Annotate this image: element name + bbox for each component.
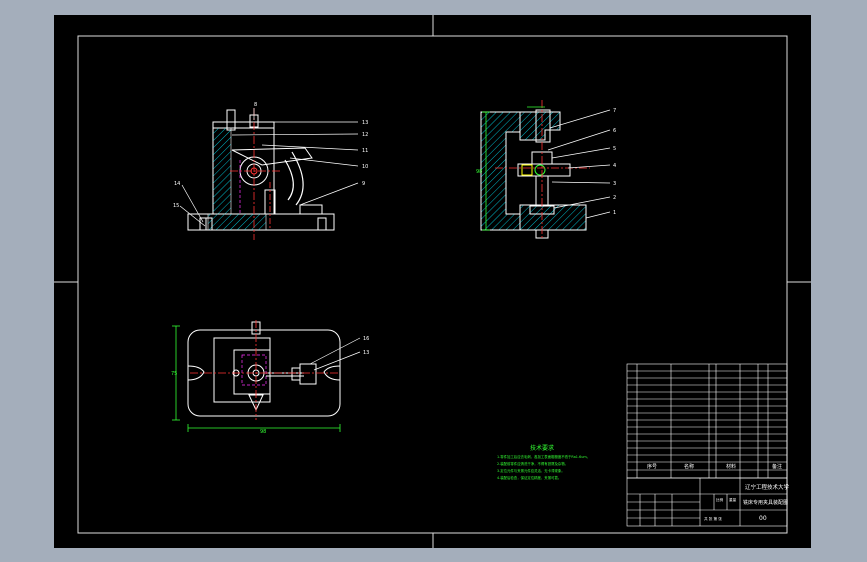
drawing-number: 00 bbox=[759, 515, 767, 522]
balloon-front-13: 13 bbox=[362, 120, 368, 126]
side-balloons: 7 6 5 4 3 2 1 bbox=[613, 108, 616, 216]
balloon-side-3: 3 bbox=[613, 181, 616, 187]
scale-label: 比例 bbox=[716, 497, 724, 502]
dim-plan-height: 75 bbox=[171, 371, 177, 377]
balloon-front-10: 10 bbox=[362, 164, 368, 170]
balloon-plan-13: 13 bbox=[363, 350, 369, 356]
dim-side-height: 98 bbox=[476, 169, 482, 175]
balloon-front-8: 8 bbox=[254, 102, 257, 108]
weight-label: 重量 bbox=[729, 497, 737, 502]
balloon-side-1: 1 bbox=[613, 210, 616, 216]
balloon-front-15: 15 bbox=[173, 203, 179, 209]
tech-note-line-2: 2.装配前零件应清洗干净，不得有铁屑及杂物。 bbox=[497, 461, 568, 466]
side-view[interactable] bbox=[480, 100, 611, 240]
tech-note-line-1: 1.零件加工后应去毛刺，各加工表面粗糙度不低于Ra1.6um。 bbox=[497, 454, 590, 459]
tech-note-line-4: 4.装配后检查，保证定位精度，夹紧可靠。 bbox=[497, 475, 561, 480]
header-seq: 序号 bbox=[647, 463, 657, 470]
header-material: 材料 bbox=[726, 463, 736, 470]
header-remark: 备注 bbox=[772, 463, 782, 470]
balloon-front-14: 14 bbox=[174, 181, 180, 187]
drawing-name: 铣床专用夹具装配图 bbox=[743, 499, 788, 506]
sheet-label: 共 张 第 张 bbox=[704, 516, 722, 521]
balloon-front-9: 9 bbox=[362, 181, 365, 187]
balloon-front-12: 12 bbox=[362, 132, 368, 138]
balloon-plan-16: 16 bbox=[363, 336, 369, 342]
balloon-side-7: 7 bbox=[613, 108, 616, 114]
title-block-text: 辽宁工程技术大学 铣床专用夹具装配图 00 比例 重量 共 张 第 张 bbox=[704, 483, 790, 522]
balloon-side-2: 2 bbox=[613, 195, 616, 201]
balloon-side-5: 5 bbox=[613, 146, 616, 152]
dim-plan-width: 98 bbox=[260, 429, 266, 435]
front-balloons: 13 12 11 10 9 8 14 15 bbox=[173, 102, 368, 209]
title-block[interactable] bbox=[626, 477, 788, 527]
tech-note-line-3: 3.定位元件与夹紧元件应灵活，无卡滞现象。 bbox=[497, 468, 565, 473]
plan-balloons: 16 13 bbox=[363, 336, 369, 356]
centering-marks bbox=[54, 15, 811, 548]
university-name: 辽宁工程技术大学 bbox=[745, 483, 790, 491]
drawing-sheet bbox=[54, 15, 811, 548]
parts-list-headers: 序号 名称 材料 备注 bbox=[647, 463, 782, 470]
balloon-side-4: 4 bbox=[613, 163, 616, 169]
plan-view[interactable] bbox=[172, 320, 361, 432]
front-view[interactable] bbox=[179, 108, 359, 240]
tech-notes[interactable]: 技术要求 1.零件加工后应去毛刺，各加工表面粗糙度不低于Ra1.6um。 2.装… bbox=[497, 444, 590, 480]
balloon-front-11: 11 bbox=[362, 148, 368, 154]
tech-notes-title: 技术要求 bbox=[530, 444, 554, 452]
header-name: 名称 bbox=[684, 463, 694, 470]
balloon-side-6: 6 bbox=[613, 128, 616, 134]
